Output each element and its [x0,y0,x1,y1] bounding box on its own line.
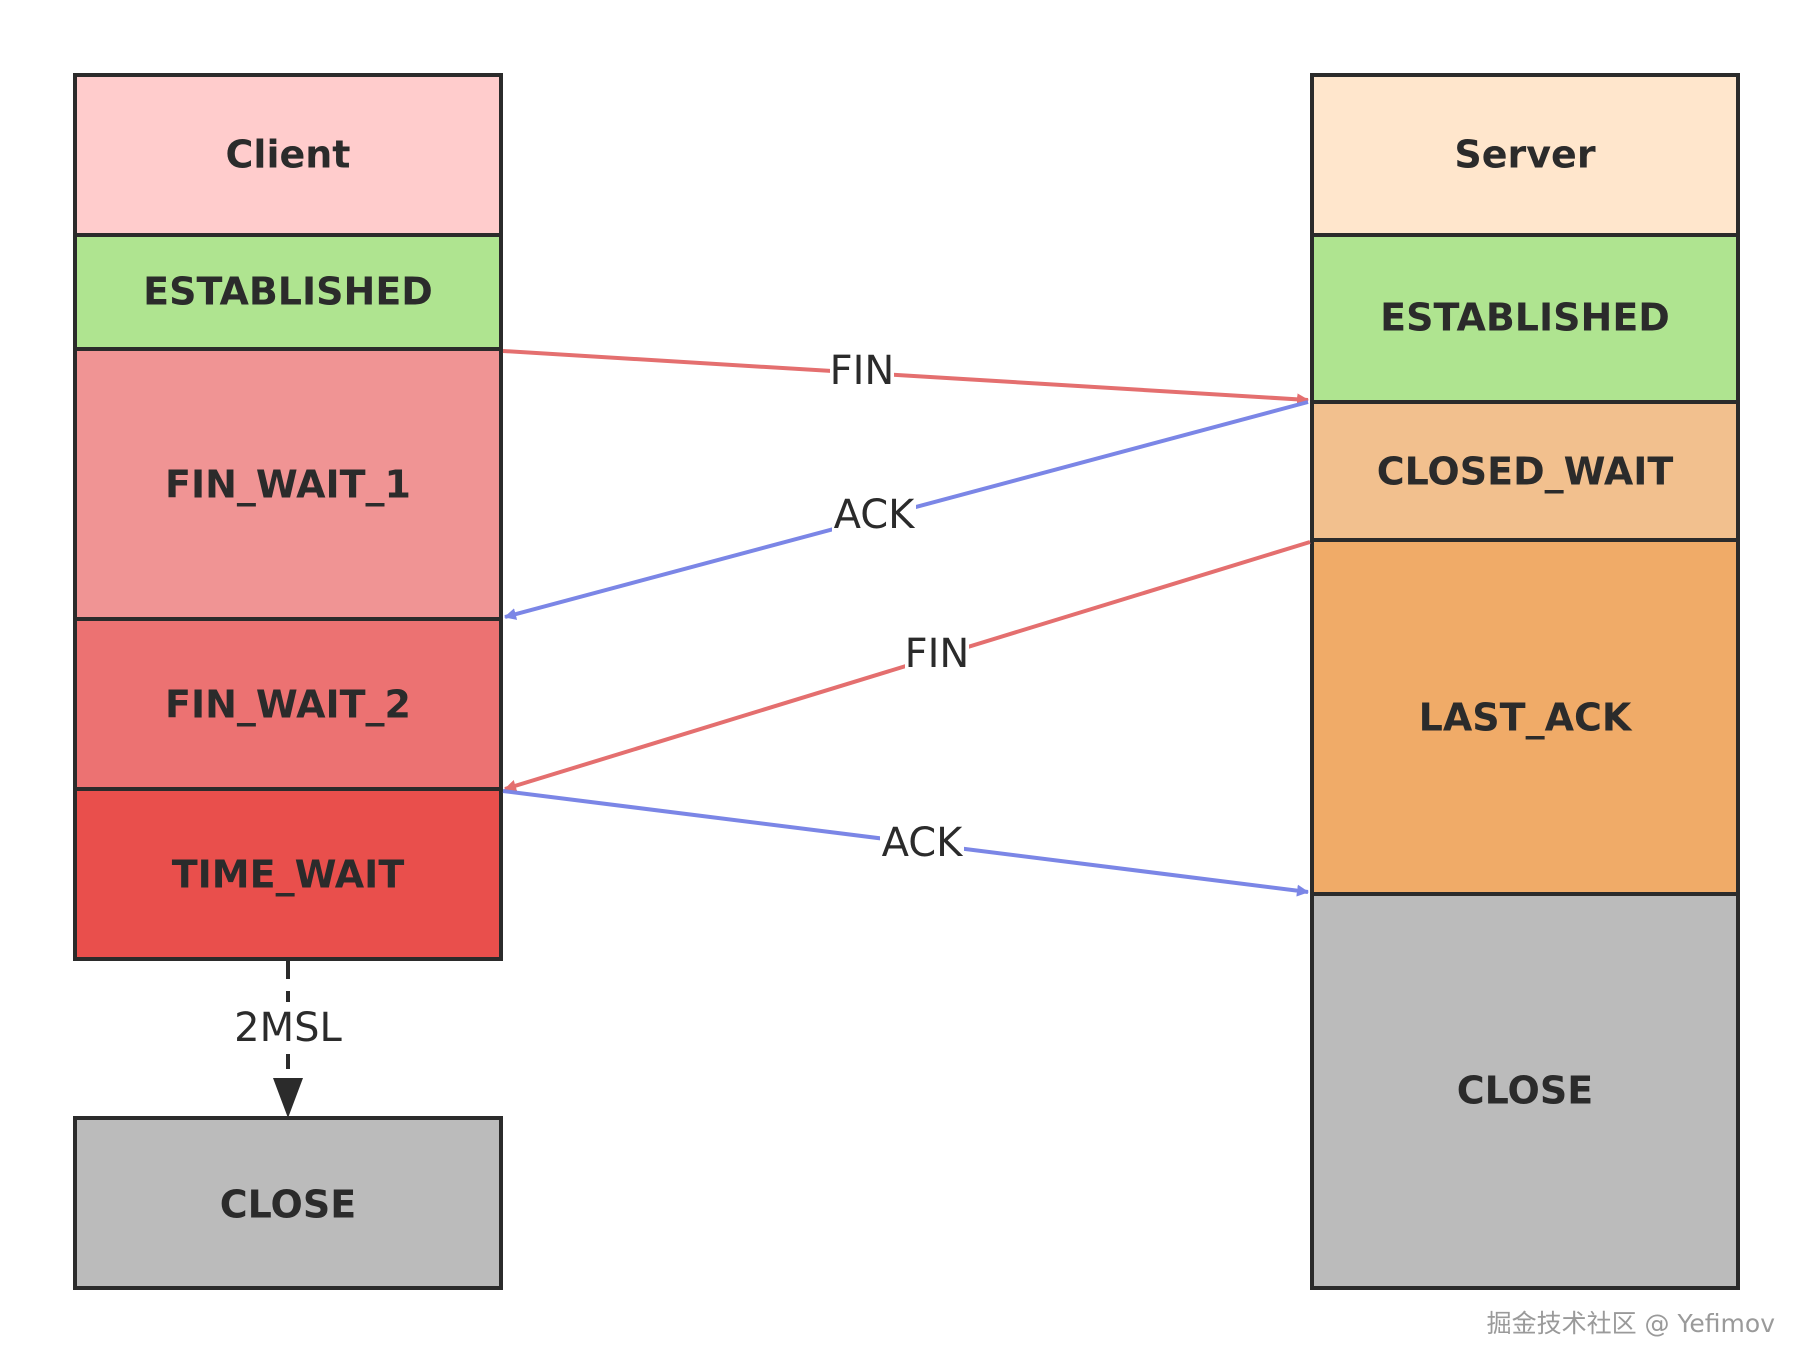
message-label-bg-fin-2 [905,633,969,679]
message-label-fin-2: FIN [905,631,970,677]
server-closed-wait-label: CLOSED_WAIT [1377,450,1674,494]
server-last-ack-box [1310,538,1740,896]
client-close-box [73,1116,503,1290]
timer-label-bg [228,1002,348,1054]
message-label-bg-ack-2 [880,822,964,868]
timer-label: 2MSL [234,1005,342,1051]
server-column: Server ESTABLISHED CLOSED_WAIT LAST_ACK … [1310,73,1740,1290]
client-header-box [73,73,503,237]
server-header-label: Server [1454,133,1595,177]
message-label-bg-fin-1 [830,350,894,396]
client-fin-wait-1-label: FIN_WAIT_1 [165,463,411,507]
server-closed-wait-box [1310,400,1740,542]
message-label-ack-1: ACK [834,492,917,538]
watermark: 掘金技术社区 @ Yefimov [1487,1309,1776,1338]
client-time-wait-label: TIME_WAIT [172,853,405,897]
message-label-ack-2: ACK [882,820,965,866]
message-arrow-fin-1 [502,349,1309,406]
timer-arrowhead [273,1078,303,1118]
server-close-label: CLOSE [1457,1069,1593,1113]
server-last-ack-label: LAST_ACK [1419,696,1633,740]
messages: FIN ACK FIN ACK [502,348,1311,897]
message-label-fin-1: FIN [830,348,895,394]
client-fin-wait-2-label: FIN_WAIT_2 [165,683,411,727]
client-close-label: CLOSE [220,1183,356,1227]
message-label-bg-ack-1 [832,494,916,540]
client-fin-wait-1-box [73,347,503,621]
server-close-box [1310,892,1740,1290]
client-fin-wait-2-box [73,617,503,791]
client-time-wait-box [73,787,503,961]
server-established-label: ESTABLISHED [1380,296,1670,340]
client-header-label: Client [226,133,351,177]
client-established-label: ESTABLISHED [143,270,433,314]
client-column: Client ESTABLISHED FIN_WAIT_1 FIN_WAIT_2… [73,73,503,1290]
client-established-box [73,233,503,351]
